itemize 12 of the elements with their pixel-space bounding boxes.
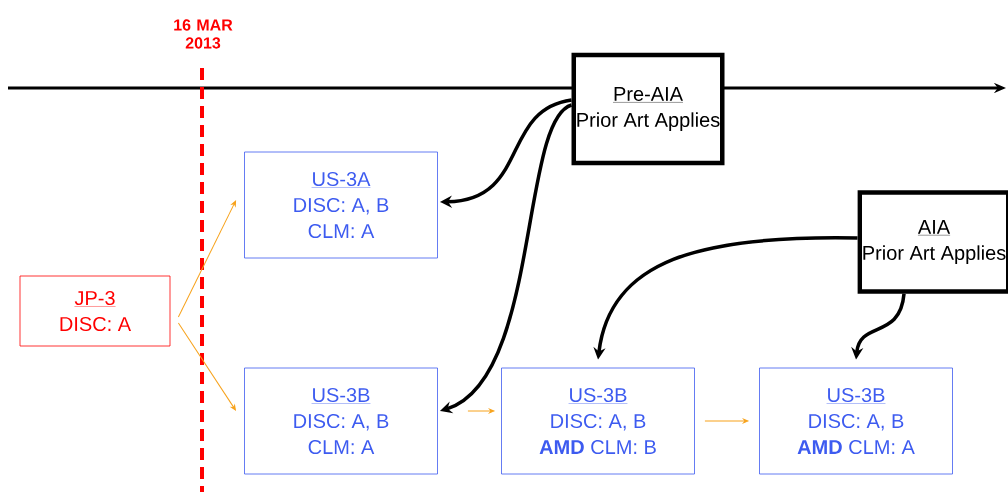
document-box: US-3B DISC: A, B AMD CLM: B (501, 367, 695, 475)
document-box: US-3A DISC: A, B CLM: A (244, 151, 438, 259)
arrow (177, 322, 236, 411)
annotation-box: AIA Prior Art Applies (857, 190, 1008, 294)
arrow (177, 200, 237, 318)
document-box: US-3B DISC: A, B AMD CLM: A (759, 367, 953, 475)
annotation-box: Pre-AIA Prior Art Applies (571, 52, 725, 166)
arrow (704, 418, 749, 424)
date-label: 16 MAR 2013 (174, 19, 233, 49)
arrow (467, 408, 495, 414)
document-box: US-3B DISC: A, B CLM: A (244, 367, 438, 475)
document-box: JP-3 DISC: A (19, 275, 171, 347)
